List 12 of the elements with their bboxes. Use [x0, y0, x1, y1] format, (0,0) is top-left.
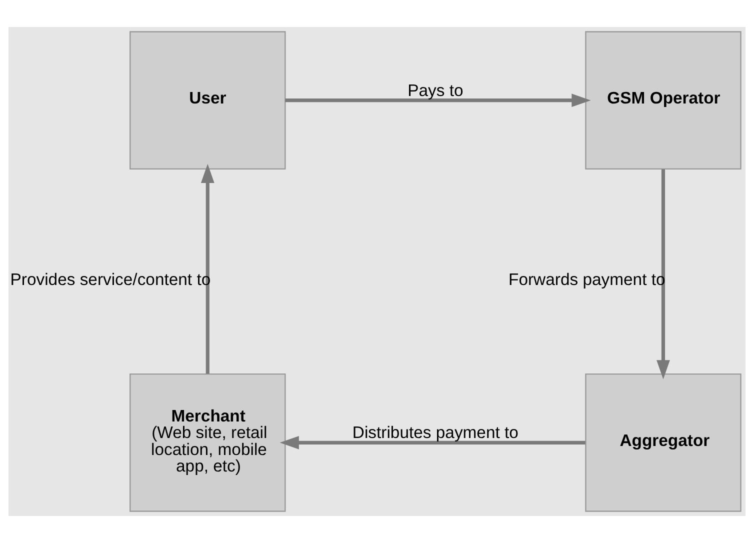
edge-label: Distributes payment to [352, 423, 518, 442]
node-box: User [130, 31, 286, 170]
arrow [280, 436, 586, 450]
arrow [200, 164, 214, 374]
arrow [285, 94, 591, 108]
node-box: GSM Operator [585, 31, 742, 170]
node-box: Merchant (Web site, retail location, mobile app, etc) [130, 373, 286, 512]
edge-label: Pays to [408, 80, 464, 100]
node-box: Aggregator [585, 373, 742, 512]
edge-label: Forwards payment to [508, 270, 666, 289]
arrow [656, 169, 670, 380]
edge-label: Provides service/content to [10, 270, 211, 289]
